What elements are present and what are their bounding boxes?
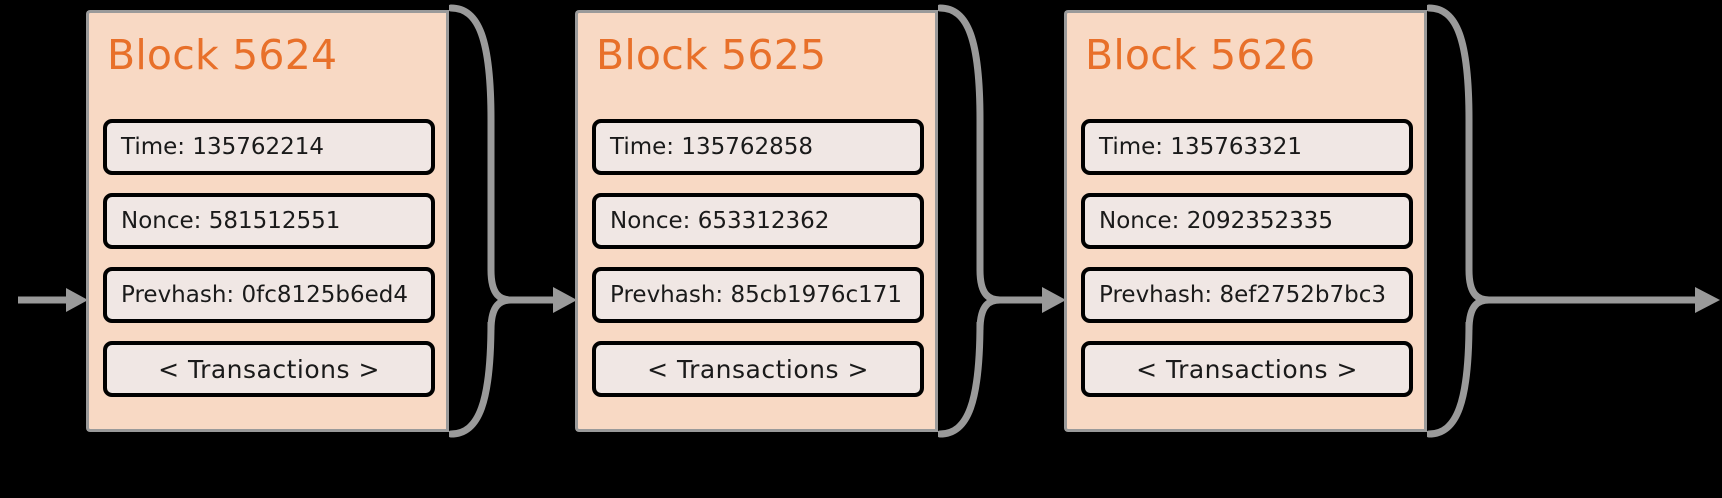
field-prevhash: Prevhash: 0fc8125b6ed4 <box>103 267 435 323</box>
field-prevhash: Prevhash: 85cb1976c171 <box>592 267 924 323</box>
field-prevhash: Prevhash: 8ef2752b7bc3 <box>1081 267 1413 323</box>
block-card-5625[interactable]: Block 5625 Time: 135762858 Nonce: 653312… <box>575 10 938 432</box>
transactions-button[interactable]: < Transactions > <box>103 341 435 397</box>
block-title: Block 5626 <box>1085 31 1316 79</box>
block-fields: Time: 135762214 Nonce: 581512551 Prevhas… <box>103 119 435 397</box>
field-time: Time: 135762214 <box>103 119 435 175</box>
arrow-block-5625-to-5626 <box>938 4 1066 438</box>
field-time: Time: 135763321 <box>1081 119 1413 175</box>
field-nonce: Nonce: 2092352335 <box>1081 193 1413 249</box>
arrow-block-5624-to-5625 <box>449 4 577 438</box>
block-title: Block 5625 <box>596 31 827 79</box>
block-title: Block 5624 <box>107 31 338 79</box>
transactions-button[interactable]: < Transactions > <box>592 341 924 397</box>
block-fields: Time: 135763321 Nonce: 2092352335 Prevha… <box>1081 119 1413 397</box>
block-fields: Time: 135762858 Nonce: 653312362 Prevhas… <box>592 119 924 397</box>
block-card-5624[interactable]: Block 5624 Time: 135762214 Nonce: 581512… <box>86 10 449 432</box>
arrow-out-of-block-5626 <box>1427 4 1720 438</box>
block-card-5626[interactable]: Block 5626 Time: 135763321 Nonce: 209235… <box>1064 10 1427 432</box>
field-nonce: Nonce: 653312362 <box>592 193 924 249</box>
field-nonce: Nonce: 581512551 <box>103 193 435 249</box>
field-time: Time: 135762858 <box>592 119 924 175</box>
transactions-button[interactable]: < Transactions > <box>1081 341 1413 397</box>
